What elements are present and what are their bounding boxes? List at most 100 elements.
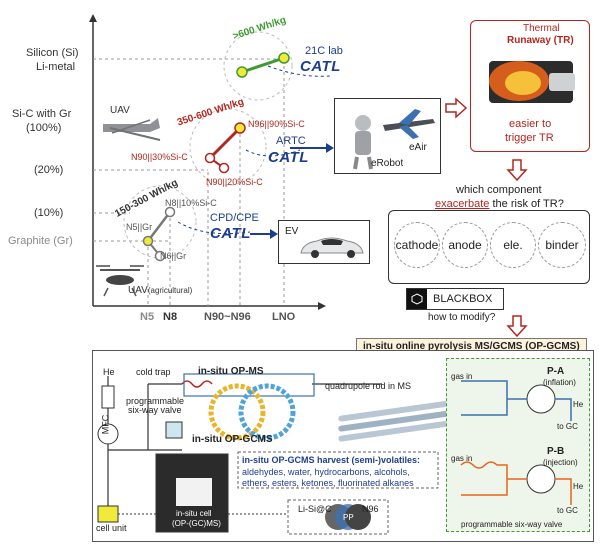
he-cylinder: [101, 385, 115, 409]
label-n90-20: N90||20%Si-C: [206, 177, 263, 187]
label-uav: UAV: [110, 105, 130, 116]
label-op-ms: in-situ OP-MS: [198, 366, 264, 377]
ylabel-silicon: Silicon (Si): [26, 47, 79, 59]
label-n6-gr: N6||Gr: [160, 251, 187, 261]
ev-box: EV: [278, 220, 370, 264]
tag-cpd: CPD/CPE: [210, 212, 259, 224]
label-he: He: [103, 367, 115, 377]
cathode-disc: [345, 504, 371, 530]
cell-unit-box: [97, 505, 119, 523]
connector-mid: [245, 149, 301, 157]
catl-logo-top: CATL: [300, 58, 341, 75]
guide-lines: [93, 58, 285, 306]
point-low-2: [142, 235, 154, 247]
question-keyword: exacerbate: [435, 198, 490, 210]
mfc-valve-icon: [97, 423, 119, 445]
uav-drone-icon: [103, 118, 161, 141]
point-mid-1: [234, 122, 246, 134]
ylabel-si-c: Si-C with Gr: [12, 108, 72, 120]
pa-gc: to GC: [557, 422, 578, 431]
label-n96-90: N96||90%Si-C: [248, 119, 305, 129]
arrow-head-robot: [326, 143, 334, 153]
point-low-1: [164, 206, 176, 218]
arrow-to-banner: [506, 315, 528, 338]
catl-logo-low: CATL: [210, 225, 251, 242]
question-line2: exacerbate the risk of TR?: [435, 199, 564, 210]
segment-mid: [208, 126, 242, 160]
ylabel-graphite: Graphite (Gr): [8, 235, 73, 247]
question-rest: the risk of TR?: [489, 198, 564, 210]
label-n90-30: N90||30%Si-C: [131, 152, 188, 162]
uav-agri-main: UAV: [128, 285, 148, 296]
segment-low: [147, 211, 171, 242]
catl-logo-mid: CATL: [268, 149, 309, 166]
pa-gas-in: gas in: [451, 372, 473, 381]
label-n8-10: N8||10%Si-C: [165, 198, 217, 208]
label-cold-trap: cold trap: [136, 367, 171, 377]
arrow-head-ev: [270, 229, 278, 239]
robot-plane-icon: [353, 109, 435, 170]
component-electrolyte[interactable]: ele.: [490, 222, 536, 268]
xlabel-lno: LNO: [272, 311, 296, 323]
label-ev: EV: [285, 226, 299, 237]
label-li-si: Li-Si@C: [298, 504, 332, 514]
arrow-robot-to-tr: [445, 97, 468, 119]
label-erobot: eRobot: [371, 158, 404, 169]
modify-label: how to modify?: [428, 312, 496, 323]
cube-icon: [407, 289, 427, 309]
connector-top: [267, 65, 331, 77]
burning-battery-icon: [489, 61, 575, 103]
label-cell-2: (OP-(GC)MS): [172, 519, 221, 528]
xlabel-n8: N8: [163, 311, 178, 323]
thermal-runaway-box: Thermal Runaway (TR) easier to trigger T…: [470, 20, 590, 152]
ylabel-li-metal: Li-metal: [36, 61, 76, 73]
region-circle-mid: [189, 108, 267, 186]
flow-arrows: [445, 97, 528, 338]
tr-note-1: easier to: [509, 118, 552, 130]
pa-sub: (inflation): [543, 378, 576, 387]
component-anode[interactable]: anode: [442, 222, 488, 268]
harvest-box: [237, 451, 439, 489]
label-n5-gr: N5||Gr: [126, 222, 153, 232]
blackbox: BLACKBOX: [406, 288, 504, 310]
robot-box: eAir eRobot: [334, 98, 441, 174]
cold-trap-coil: [181, 380, 213, 388]
ylabel-20: (20%): [34, 164, 64, 176]
component-binder[interactable]: binder: [538, 222, 586, 268]
label-cell-unit: cell unit: [96, 523, 127, 533]
point-top-2: [278, 52, 290, 64]
label-quadrupole: quadrupole rod in MS: [325, 381, 412, 391]
tr-note-2: trigger TR: [505, 132, 554, 144]
valve-diagrams: [460, 380, 572, 505]
ylabel-100: (100%): [26, 122, 62, 134]
harvest-title: in-situ OP-GCMS harvest (semi-)volatiles…: [242, 455, 421, 465]
label-pp: PP: [343, 513, 354, 522]
harvest-line-2: ethers, esters, ketones, fluorinated alk…: [242, 478, 414, 488]
component-cathode[interactable]: cathode: [394, 222, 440, 268]
agri-drone-icon: [96, 265, 144, 297]
point-mid-2: [204, 152, 216, 164]
connector-low: [177, 221, 251, 235]
arrow-tr-to-question: [506, 159, 528, 182]
pb-gc: to GC: [557, 506, 578, 515]
pa-title: P-A: [547, 366, 565, 377]
lab-top: 21C lab: [305, 45, 343, 57]
opgcms-schematic: [97, 373, 458, 535]
valve-caption: programmable six-way valve: [461, 520, 563, 529]
pb-he: He: [573, 482, 584, 491]
quadrupole-rods: [338, 399, 458, 442]
harvest-line-1: aldehydes, water, hydrocarbons, alcohols…: [242, 467, 410, 477]
label-eair: eAir: [409, 142, 427, 153]
ylabel-10: (10%): [34, 207, 64, 219]
pa-he: He: [573, 400, 584, 409]
point-low-3: [154, 250, 166, 262]
label-mfc: MFC: [100, 414, 111, 435]
label-prog-valve-2: six-way valve: [128, 405, 182, 415]
pb-gas-in: gas in: [451, 454, 473, 463]
tag-artc: ARTC: [276, 135, 306, 147]
region-circle-top: [223, 31, 293, 101]
car-icon: [300, 237, 364, 258]
pb-sub: (injection): [543, 458, 578, 467]
pb-title: P-B: [547, 446, 565, 457]
valve-panel: P-A (inflation) gas in He to GC P-B (inj…: [446, 358, 590, 532]
